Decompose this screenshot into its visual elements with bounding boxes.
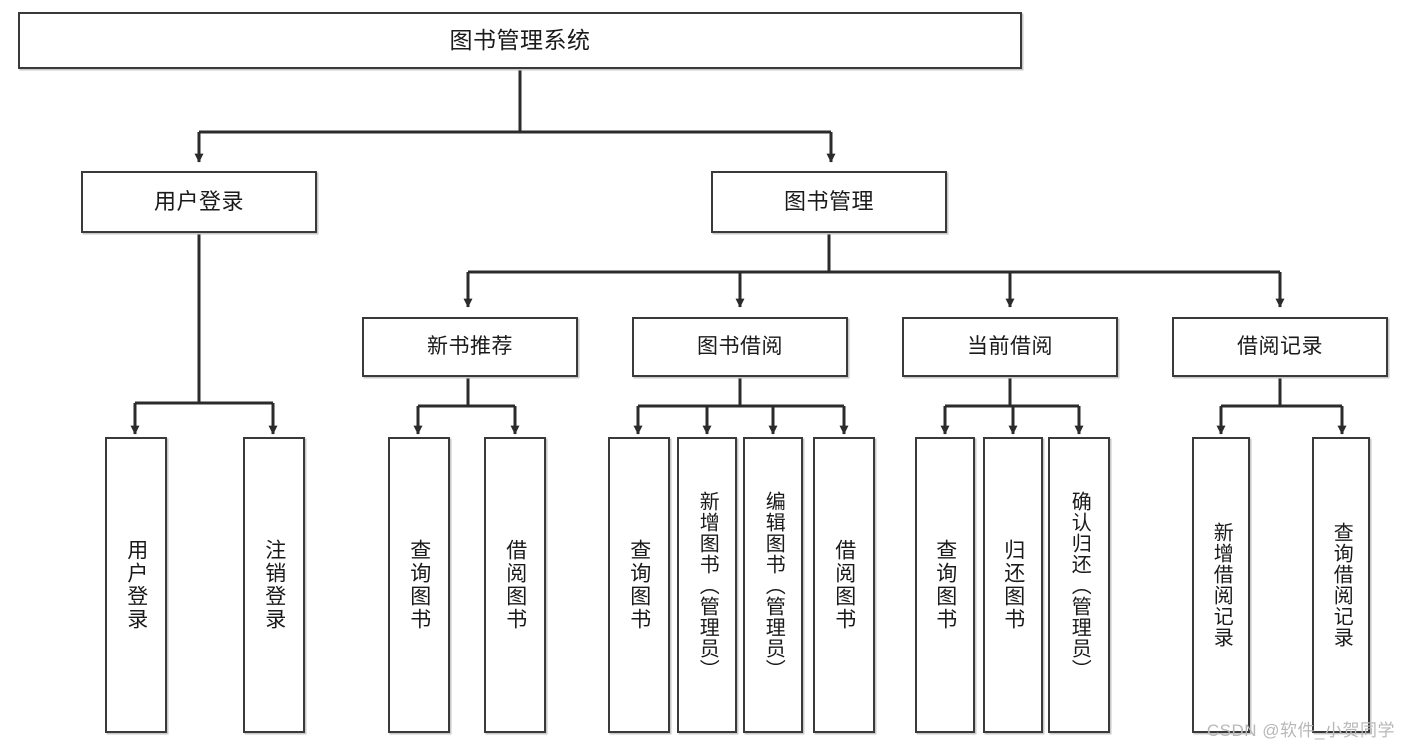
node-leaf-edit-book[interactable]: 编辑图书（管理员） (743, 437, 803, 733)
node-current-borrow[interactable]: 当前借阅 (902, 317, 1118, 377)
node-leaf-user-login-label: 用户登录 (124, 539, 148, 631)
node-leaf-borrow-book-2[interactable]: 借阅图书 (813, 437, 875, 733)
node-leaf-add-record-label: 新增借阅记录 (1210, 522, 1233, 648)
node-leaf-borrow-book-2-label: 借阅图书 (832, 539, 856, 631)
node-user-login-label: 用户登录 (153, 188, 244, 214)
csdn-watermark: CSDN @软件_小贺同学 (1206, 721, 1395, 740)
node-leaf-add-book[interactable]: 新增图书（管理员） (677, 437, 737, 733)
node-leaf-user-login[interactable]: 用户登录 (105, 437, 167, 733)
node-leaf-edit-book-label: 编辑图书（管理员） (762, 490, 785, 680)
node-leaf-add-book-label: 新增图书（管理员） (696, 490, 719, 680)
node-leaf-borrow-book-1[interactable]: 借阅图书 (484, 437, 546, 733)
node-book-manage-label: 图书管理 (783, 188, 874, 214)
node-book-borrow-label: 图书借阅 (697, 335, 783, 359)
node-leaf-logout[interactable]: 注销登录 (243, 437, 305, 733)
node-leaf-borrow-book-1-label: 借阅图书 (503, 539, 527, 631)
node-book-borrow[interactable]: 图书借阅 (632, 317, 848, 377)
node-leaf-query-record[interactable]: 查询借阅记录 (1312, 437, 1370, 733)
node-leaf-query-record-label: 查询借阅记录 (1330, 522, 1353, 648)
node-new-book-recommend[interactable]: 新书推荐 (362, 317, 578, 377)
node-leaf-confirm-return[interactable]: 确认归还（管理员） (1048, 437, 1110, 733)
node-leaf-query-book-1-label: 查询图书 (407, 539, 431, 631)
node-leaf-add-record[interactable]: 新增借阅记录 (1192, 437, 1250, 733)
node-borrow-record-label: 借阅记录 (1237, 335, 1323, 359)
node-leaf-query-book-1[interactable]: 查询图书 (388, 437, 450, 733)
node-book-manage[interactable]: 图书管理 (711, 171, 947, 233)
node-borrow-record[interactable]: 借阅记录 (1172, 317, 1388, 377)
node-leaf-query-book-2-label: 查询图书 (627, 539, 651, 631)
node-root-label: 图书管理系统 (449, 27, 591, 54)
node-leaf-return-book[interactable]: 归还图书 (983, 437, 1043, 733)
node-new-book-recommend-label: 新书推荐 (427, 335, 513, 359)
node-current-borrow-label: 当前借阅 (967, 335, 1053, 359)
node-leaf-confirm-return-label: 确认归还（管理员） (1068, 490, 1091, 680)
node-leaf-query-book-3[interactable]: 查询图书 (915, 437, 975, 733)
node-leaf-logout-label: 注销登录 (262, 539, 286, 631)
node-user-login[interactable]: 用户登录 (81, 171, 317, 233)
node-leaf-query-book-3-label: 查询图书 (933, 539, 957, 631)
node-root[interactable]: 图书管理系统 (18, 12, 1022, 69)
node-leaf-query-book-2[interactable]: 查询图书 (608, 437, 670, 733)
node-leaf-return-book-label: 归还图书 (1001, 539, 1025, 631)
